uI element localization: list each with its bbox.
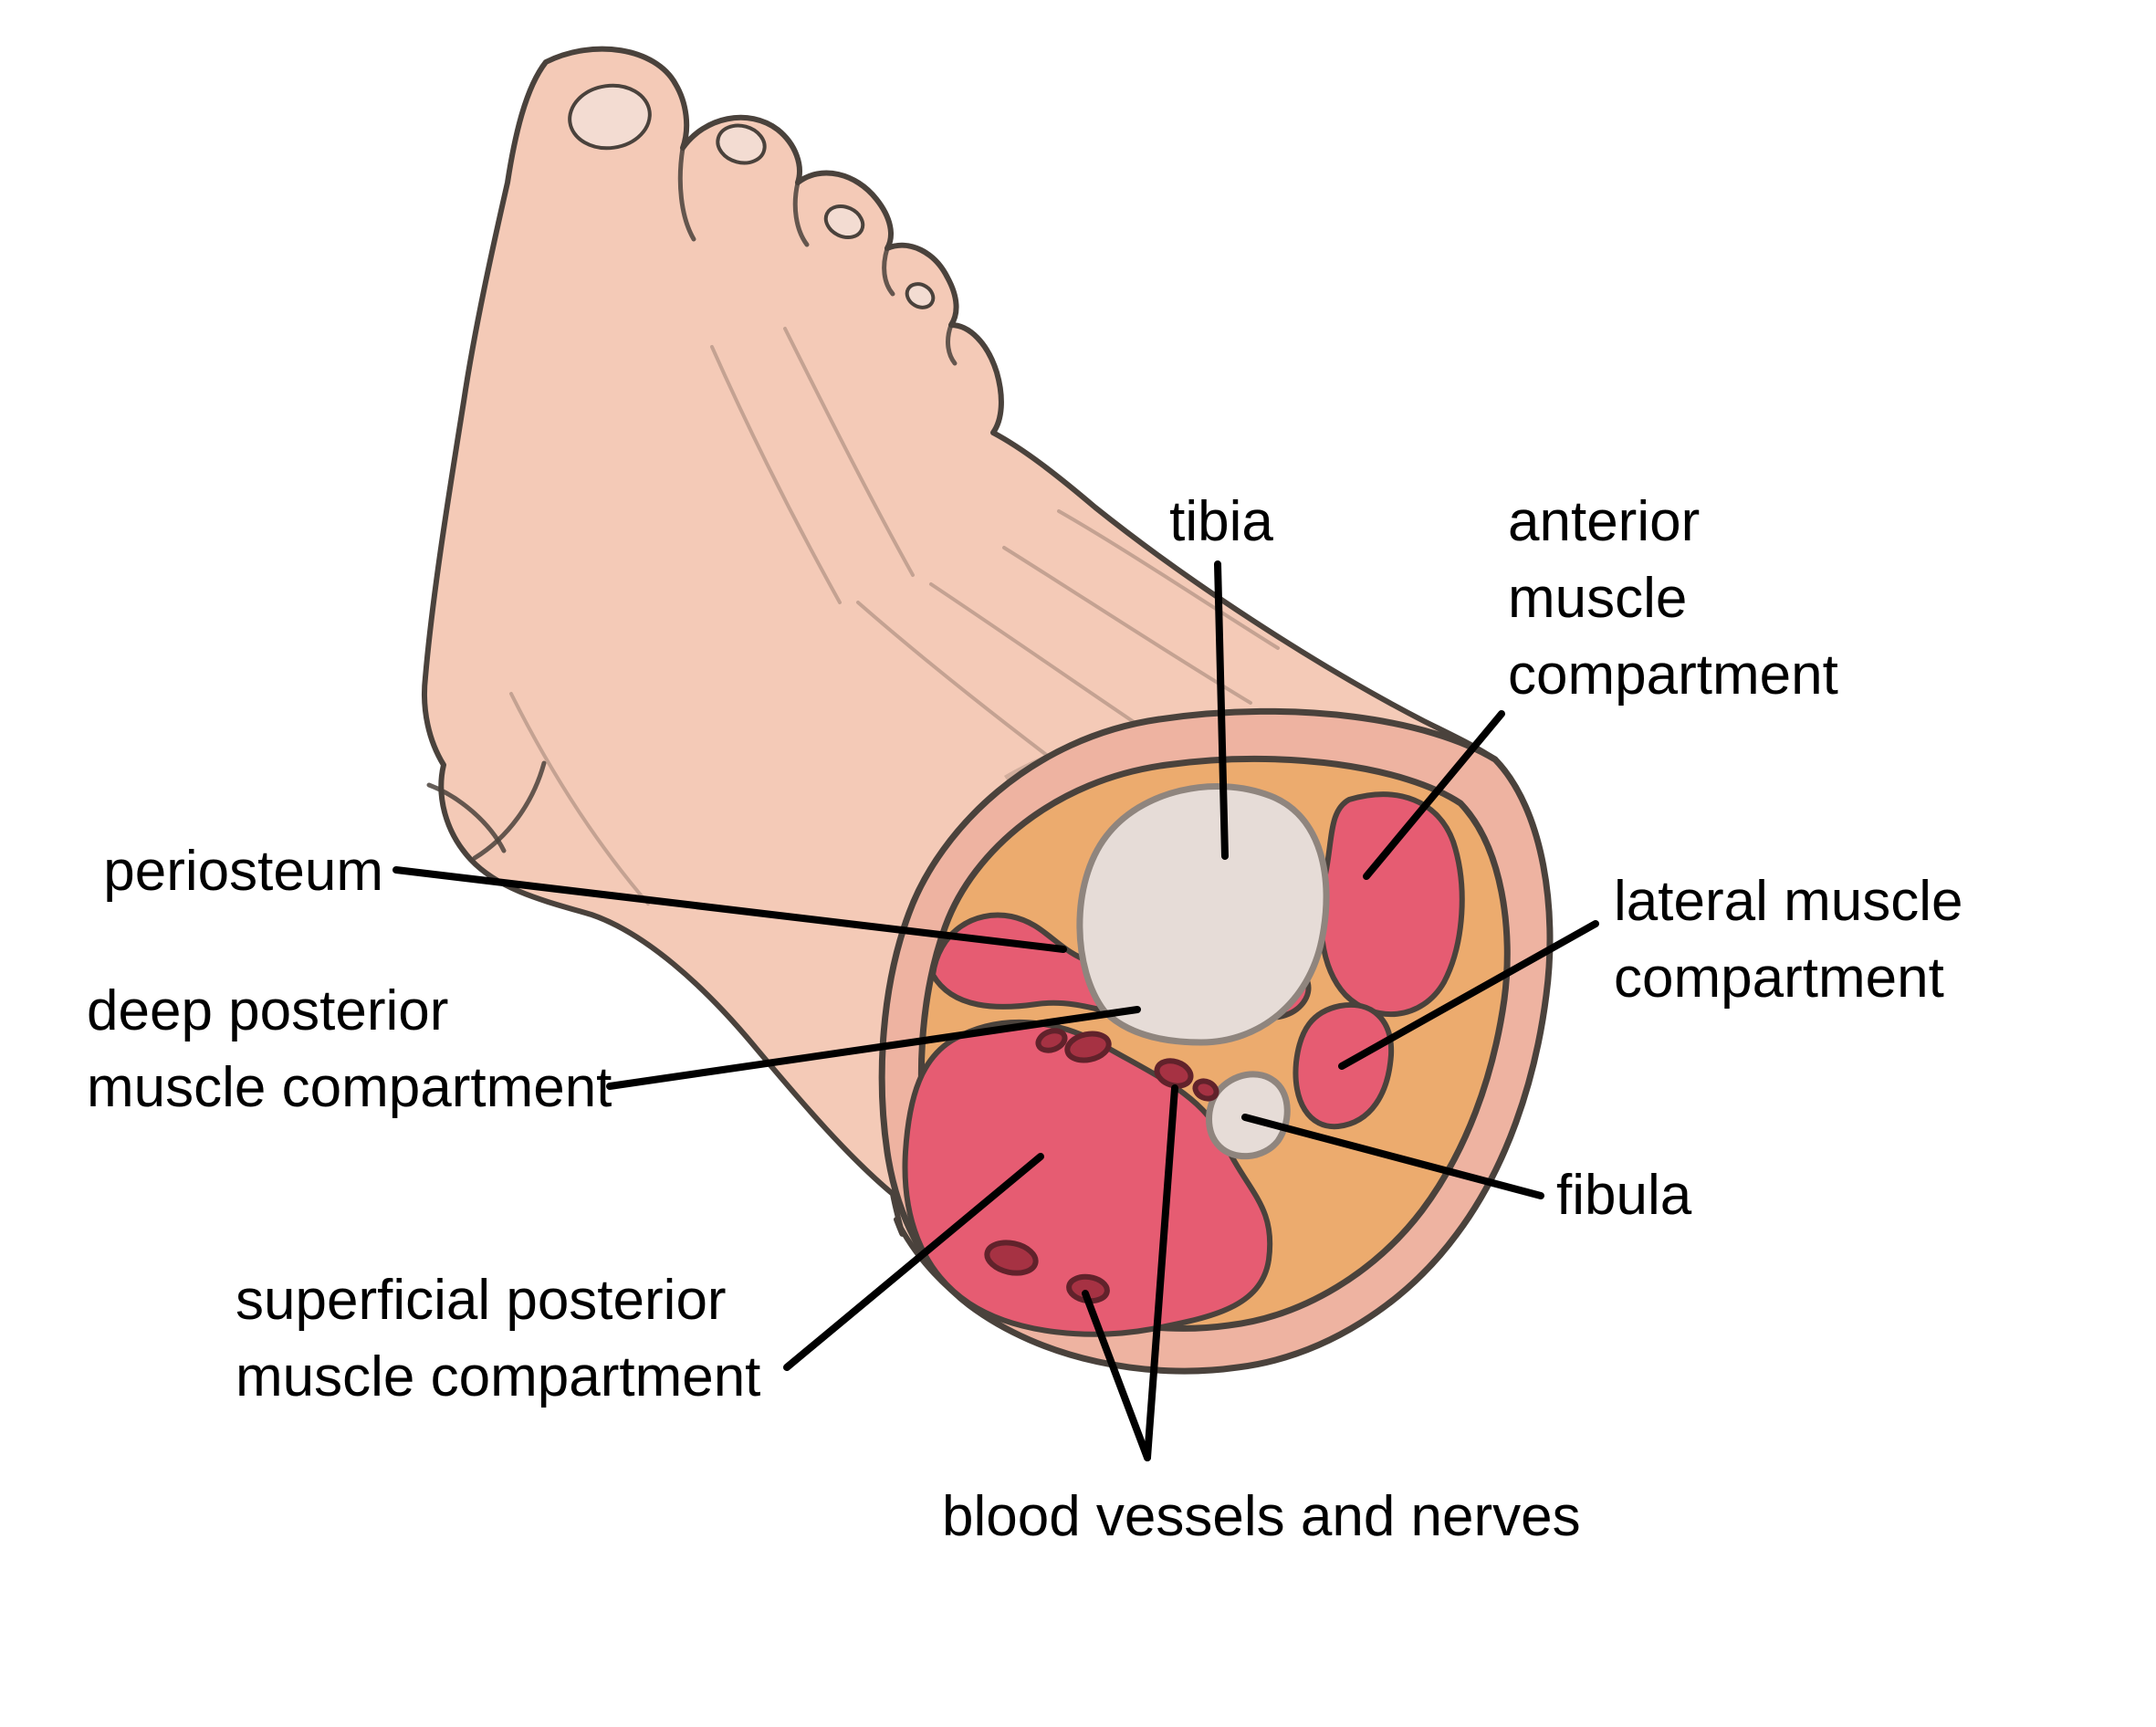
toe-crease-3 [882,246,895,297]
leader-line-fibula [1241,1114,1544,1199]
toe-nail-3 [823,204,865,240]
toe-crease-1 [677,145,696,242]
label-anterior-muscle-compartment-line-1: anterior [1508,490,1700,553]
label-tibia: tibia [1169,490,1273,553]
label-deep-posterior-muscle-compartment: deep posterior muscle compartment [87,979,612,1119]
toe-crease-4 [946,322,958,366]
label-fibula-line-1: fibula [1556,1164,1692,1227]
leader-line-blood-vessels-and-nerves-2 [1144,1084,1178,1461]
leader-line-deep-posterior-muscle-compartment [606,1006,1141,1090]
label-periosteum-line-1: periosteum [103,840,383,903]
blood-vessel-1 [1035,1028,1068,1053]
big-toe-nail [568,83,652,151]
leader-line-periosteum [392,866,1067,953]
label-anterior-muscle-compartment-line-2: muscle [1508,567,1687,630]
label-superficial-posterior-muscle-compartment-line-1: superficial posterior [235,1269,727,1332]
label-lateral-muscle-compartment: lateral muscle compartment [1614,870,1962,1010]
blood-vessel-5 [984,1240,1039,1276]
blood-vessel-2 [1064,1031,1112,1063]
label-blood-vessels-and-nerves: blood vessels and nerves [942,1485,1581,1548]
label-periosteum: periosteum [103,840,383,903]
leader-line-anterior-muscle-compartment [1363,710,1505,880]
toe-crease-2 [792,180,810,247]
toe-nail-2 [716,123,767,165]
label-blood-vessels-and-nerves-line-1: blood vessels and nerves [942,1485,1581,1548]
label-deep-posterior-muscle-compartment-line-2: muscle compartment [87,1056,612,1119]
label-tibia-line-1: tibia [1169,490,1273,553]
label-lateral-muscle-compartment-line-1: lateral muscle [1614,870,1962,933]
label-superficial-posterior-muscle-compartment-line-2: muscle compartment [235,1345,760,1408]
heel-crease [472,760,547,861]
ankle-hatch [509,692,650,905]
label-superficial-posterior-muscle-compartment: superficial posterior muscle compartment [235,1269,760,1408]
label-deep-posterior-muscle-compartment-line-1: deep posterior [87,979,448,1042]
dorsum-hatch-1 [1057,509,1280,650]
toe-nail-4 [905,282,936,309]
blood-vessel-4 [1192,1078,1219,1102]
anterior-muscle-compartment-region [1318,791,1465,1018]
ankle-crease [426,782,507,853]
cross-section [878,707,1554,1375]
blood-vessel-3 [1154,1058,1194,1089]
label-anterior-muscle-compartment: anterior muscle compartment [1508,490,1838,706]
tibia-bone [1076,783,1330,1046]
label-anterior-muscle-compartment-line-3: compartment [1508,644,1838,706]
leader-line-lateral-muscle-compartment [1338,920,1599,1070]
leader-line-tibia [1214,560,1229,860]
leader-line-superficial-posterior-muscle-compartment [783,1153,1044,1371]
label-fibula: fibula [1556,1164,1692,1227]
foot-hatch-1 [783,327,915,577]
foot-hatch-2 [710,345,842,604]
leader-lines [392,560,1599,1461]
label-lateral-muscle-compartment-line-2: compartment [1614,947,1944,1010]
leader-line-blood-vessels-and-nerves-1 [1082,1290,1151,1461]
